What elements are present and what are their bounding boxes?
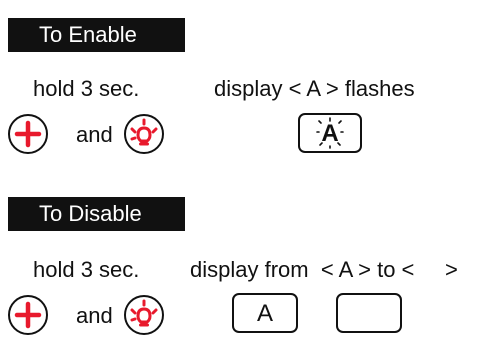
disable-title: To Disable xyxy=(39,201,142,226)
light-bulb-icon xyxy=(130,299,158,327)
disable-and-text: and xyxy=(76,303,113,328)
disable-light-button[interactable] xyxy=(124,295,164,335)
enable-title: To Enable xyxy=(39,22,137,47)
enable-light-button[interactable] xyxy=(124,114,164,154)
plus-icon xyxy=(14,120,42,148)
enable-header: To Enable xyxy=(8,18,185,52)
disable-display-box-blank xyxy=(336,293,402,333)
disable-display-box-a: A xyxy=(232,293,298,333)
disable-header: To Disable xyxy=(8,197,185,231)
disable-display-letter: A xyxy=(256,300,273,327)
enable-display-letter: A xyxy=(321,120,339,147)
light-bulb-icon xyxy=(130,118,158,146)
enable-plus-button[interactable] xyxy=(8,114,48,154)
enable-hold-text: hold 3 sec. xyxy=(33,76,140,101)
enable-display-text: display < A > flashes xyxy=(214,76,415,101)
disable-plus-button[interactable] xyxy=(8,295,48,335)
enable-and-text: and xyxy=(76,122,113,147)
flash-rays-icon xyxy=(316,117,344,149)
disable-hold-text: hold 3 sec. xyxy=(33,257,140,282)
enable-display-box: A xyxy=(298,113,362,153)
plus-icon xyxy=(14,301,42,329)
disable-display-text: display from < A > to < > xyxy=(190,257,458,282)
